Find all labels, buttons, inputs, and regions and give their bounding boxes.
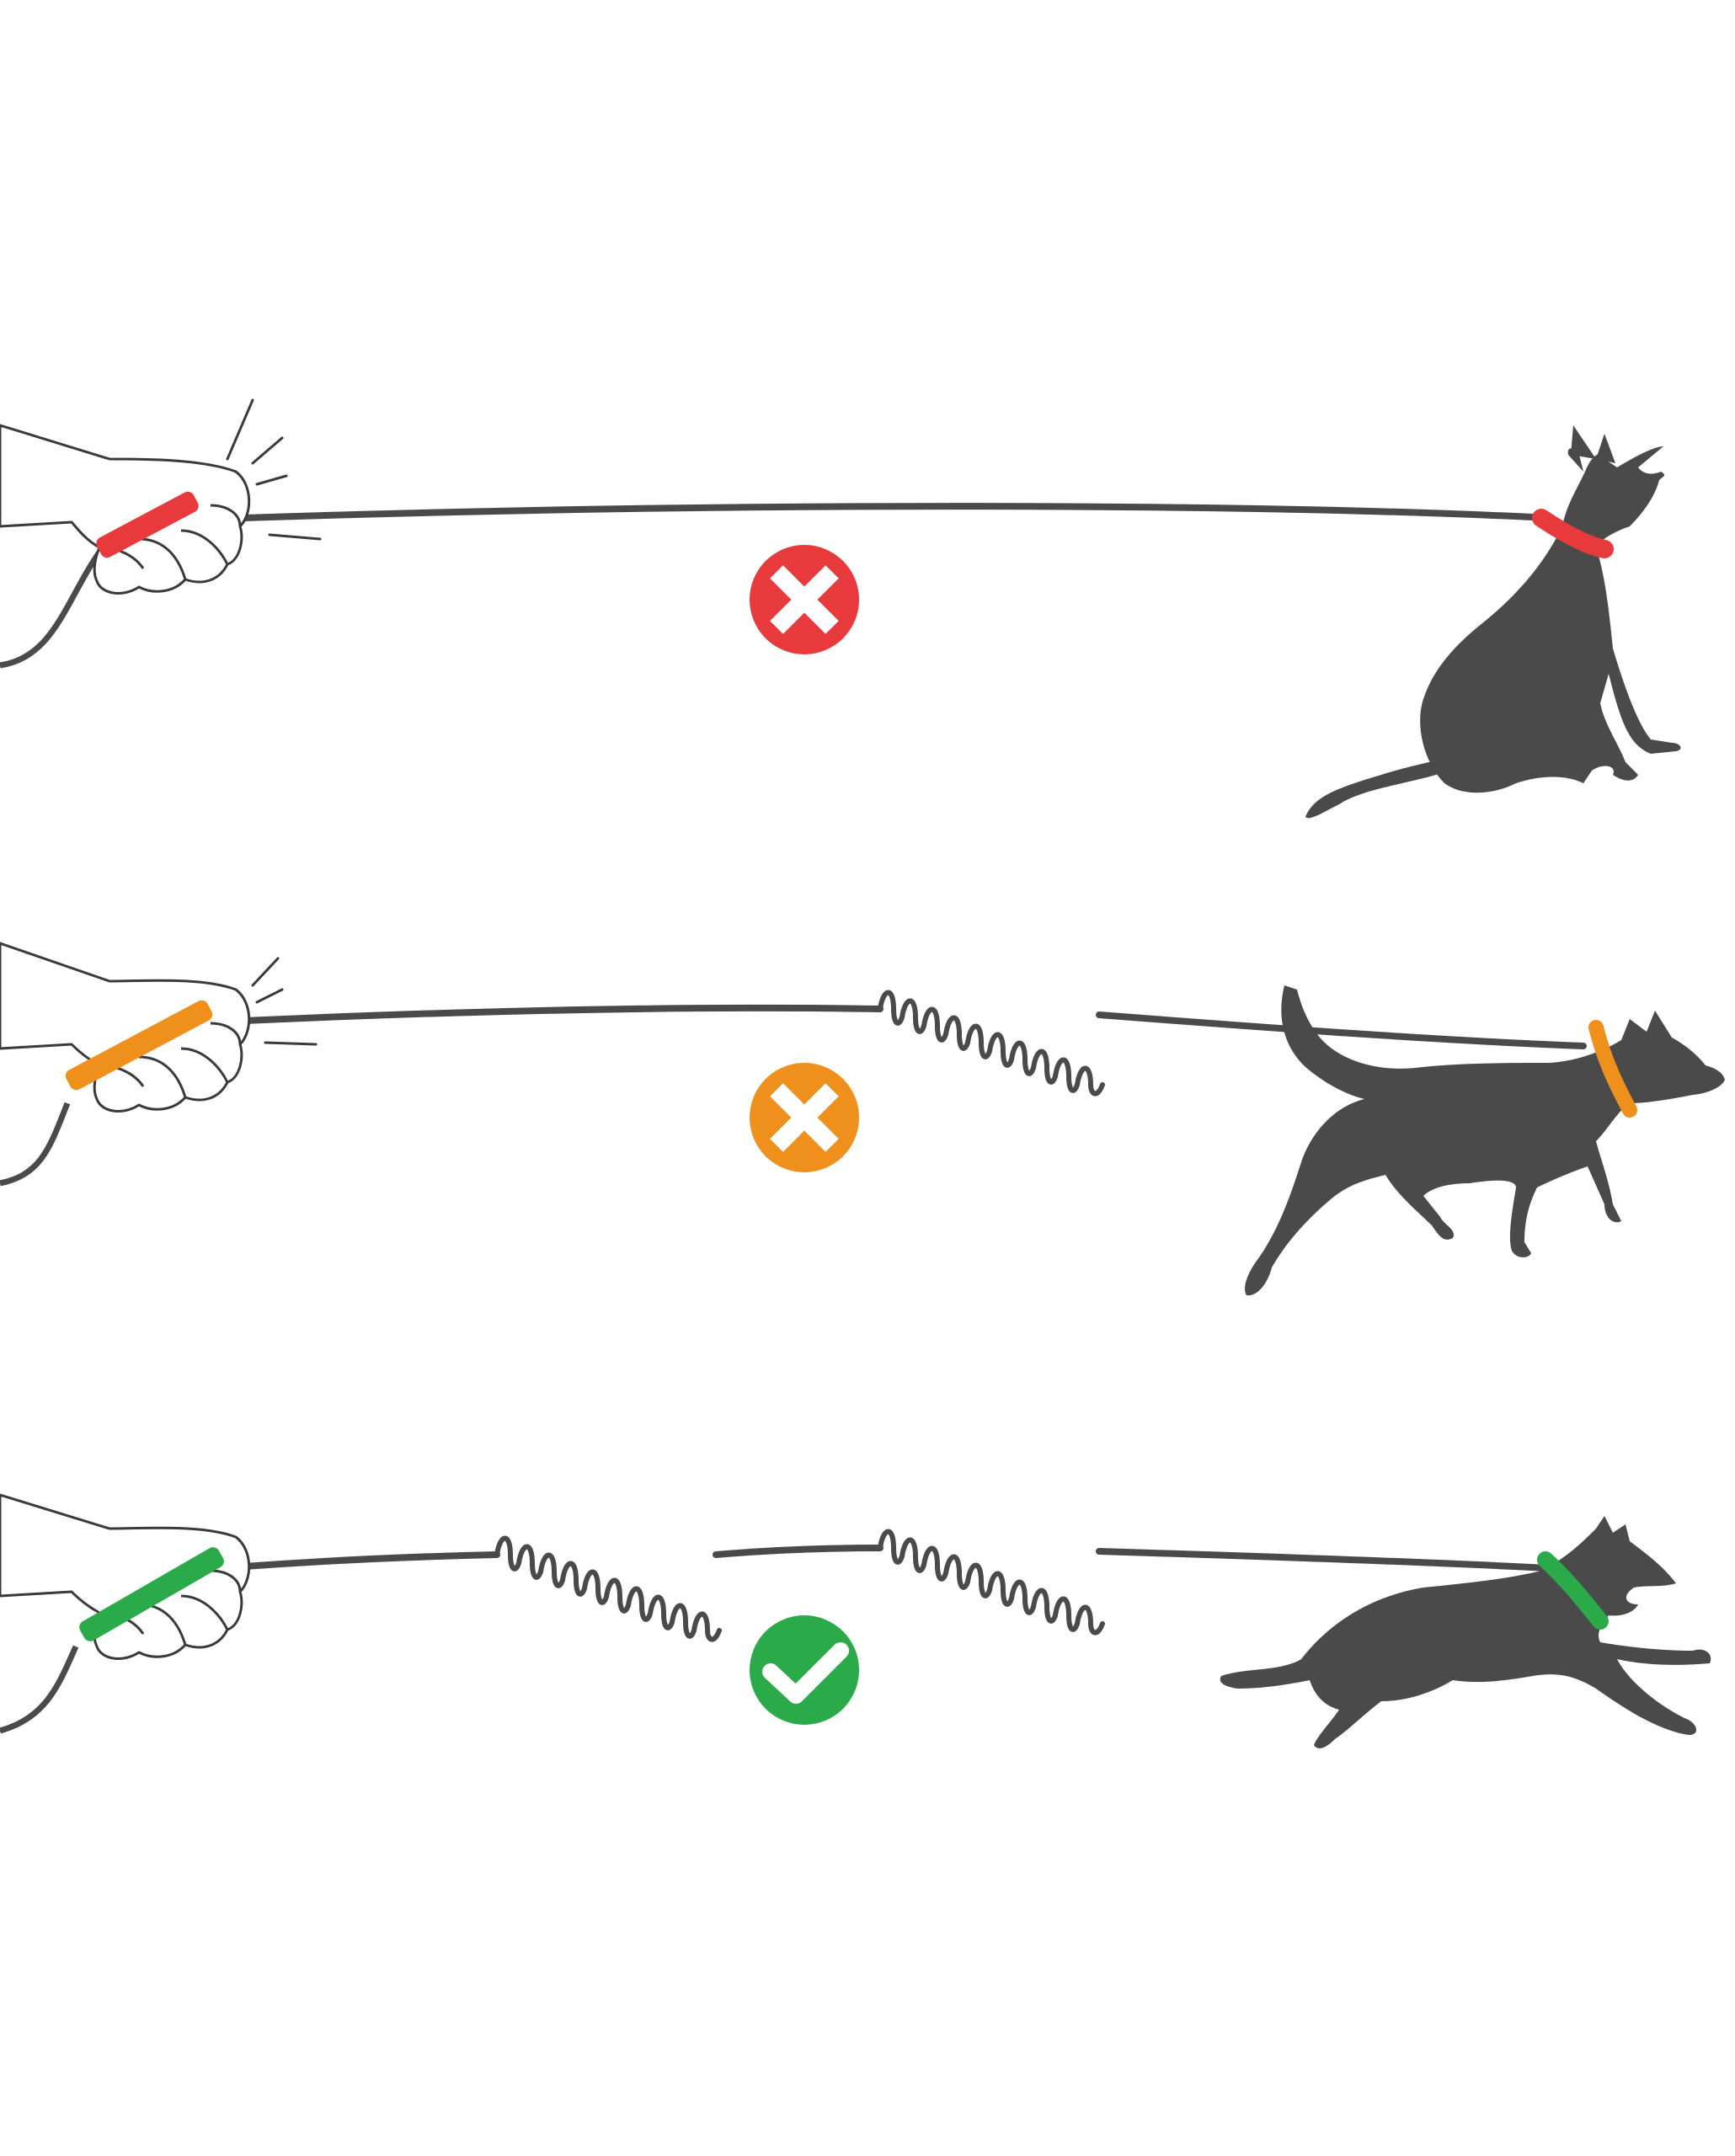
dog-collar [1537, 1551, 1609, 1630]
dog-sitting [1305, 425, 1681, 819]
leash-spring [878, 990, 1105, 1097]
panel-one-shock-absorber [0, 942, 1725, 1296]
tension-lines [251, 957, 318, 1046]
check-mark-icon [762, 1642, 849, 1704]
leash-handle [96, 491, 199, 558]
leash-spring [878, 1529, 1105, 1636]
x-mark-icon [770, 565, 839, 634]
leash-line [1096, 1548, 1553, 1572]
dog-collar [1588, 1020, 1637, 1118]
dog-running [1220, 1516, 1711, 1748]
leash-spring [494, 1535, 722, 1642]
leash-handle [65, 1000, 213, 1091]
status-badge-bad [750, 1063, 859, 1172]
x-mark-icon [770, 1083, 839, 1152]
status-badge-good [750, 1615, 859, 1725]
leash-tail [0, 1102, 71, 1187]
panel-two-shock-absorbers [0, 1493, 1711, 1748]
leash-line [1096, 1011, 1587, 1049]
dog-pulling [1245, 985, 1725, 1296]
leash-line [241, 503, 1553, 521]
leash-handle [79, 1547, 224, 1641]
dog-collar [1532, 509, 1614, 558]
tension-lines [226, 398, 322, 541]
hand [0, 424, 251, 595]
leash-tail [0, 1645, 79, 1734]
status-badge-bad [750, 545, 859, 654]
leash-line [241, 1004, 884, 1024]
leash-line [713, 1545, 884, 1558]
panel-no-shock-absorber [0, 398, 1681, 819]
leash-line [241, 1551, 500, 1570]
